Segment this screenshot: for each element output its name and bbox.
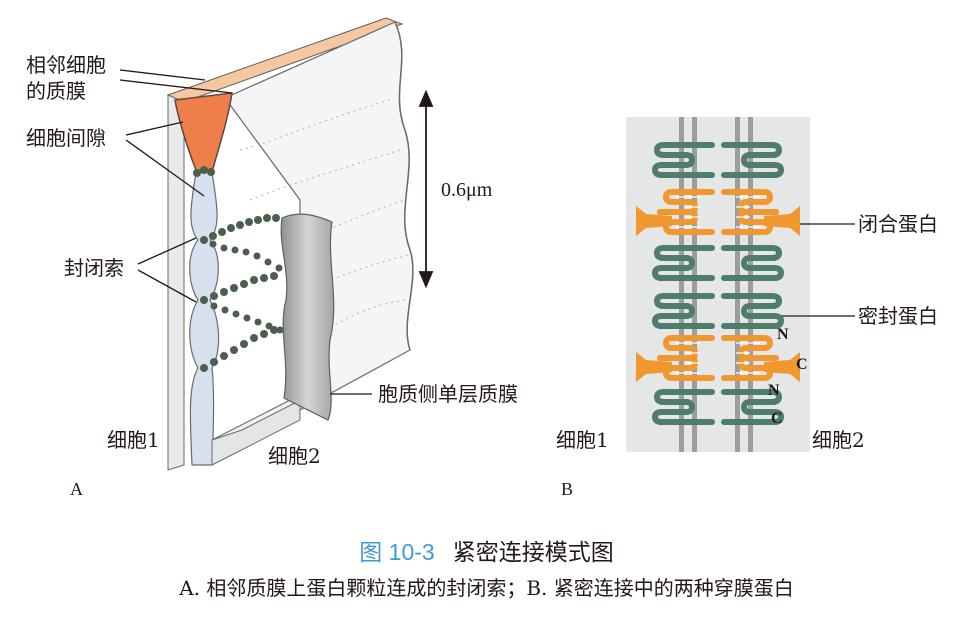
label-adjacent-membranes-line2: 的质膜 — [26, 78, 106, 104]
label-cell-1-a: 细胞1 — [107, 428, 160, 452]
figure-number: 图 10-3 — [359, 539, 434, 565]
label-sealing-strands: 封闭索 — [64, 256, 124, 280]
label-n-terminal-1: N — [777, 326, 789, 344]
label-scale: 0.6μm — [441, 178, 492, 202]
label-c-terminal-2: C — [771, 410, 783, 428]
figure-title: 紧密连接模式图 — [453, 540, 614, 566]
label-adjacent-membranes-line1: 相邻细胞 — [26, 52, 106, 78]
label-sealing-protein: 密封蛋白 — [858, 304, 938, 328]
figure-caption-title-line: 图 10-3 紧密连接模式图 — [0, 533, 973, 567]
label-intercellular-gap: 细胞间隙 — [26, 126, 106, 150]
label-adjacent-membranes: 相邻细胞 的质膜 — [26, 52, 106, 104]
panel-b-illustration — [626, 117, 855, 452]
panel-letter-b: B — [561, 479, 573, 500]
label-c-terminal-1: C — [796, 356, 808, 374]
label-n-terminal-2: N — [768, 382, 780, 400]
label-cell-2-b: 细胞2 — [812, 428, 865, 452]
label-cytoplasmic-membrane: 胞质侧单层质膜 — [378, 382, 518, 406]
panel-letter-a: A — [70, 479, 83, 500]
figure-caption-description: A. 相邻质膜上蛋白颗粒连成的封闭索；B. 紧密连接中的两种穿膜蛋白 — [0, 572, 973, 601]
label-closing-protein: 闭合蛋白 — [858, 212, 938, 236]
label-cell-1-b: 细胞1 — [556, 428, 609, 452]
label-cell-2-a: 细胞2 — [268, 444, 321, 468]
